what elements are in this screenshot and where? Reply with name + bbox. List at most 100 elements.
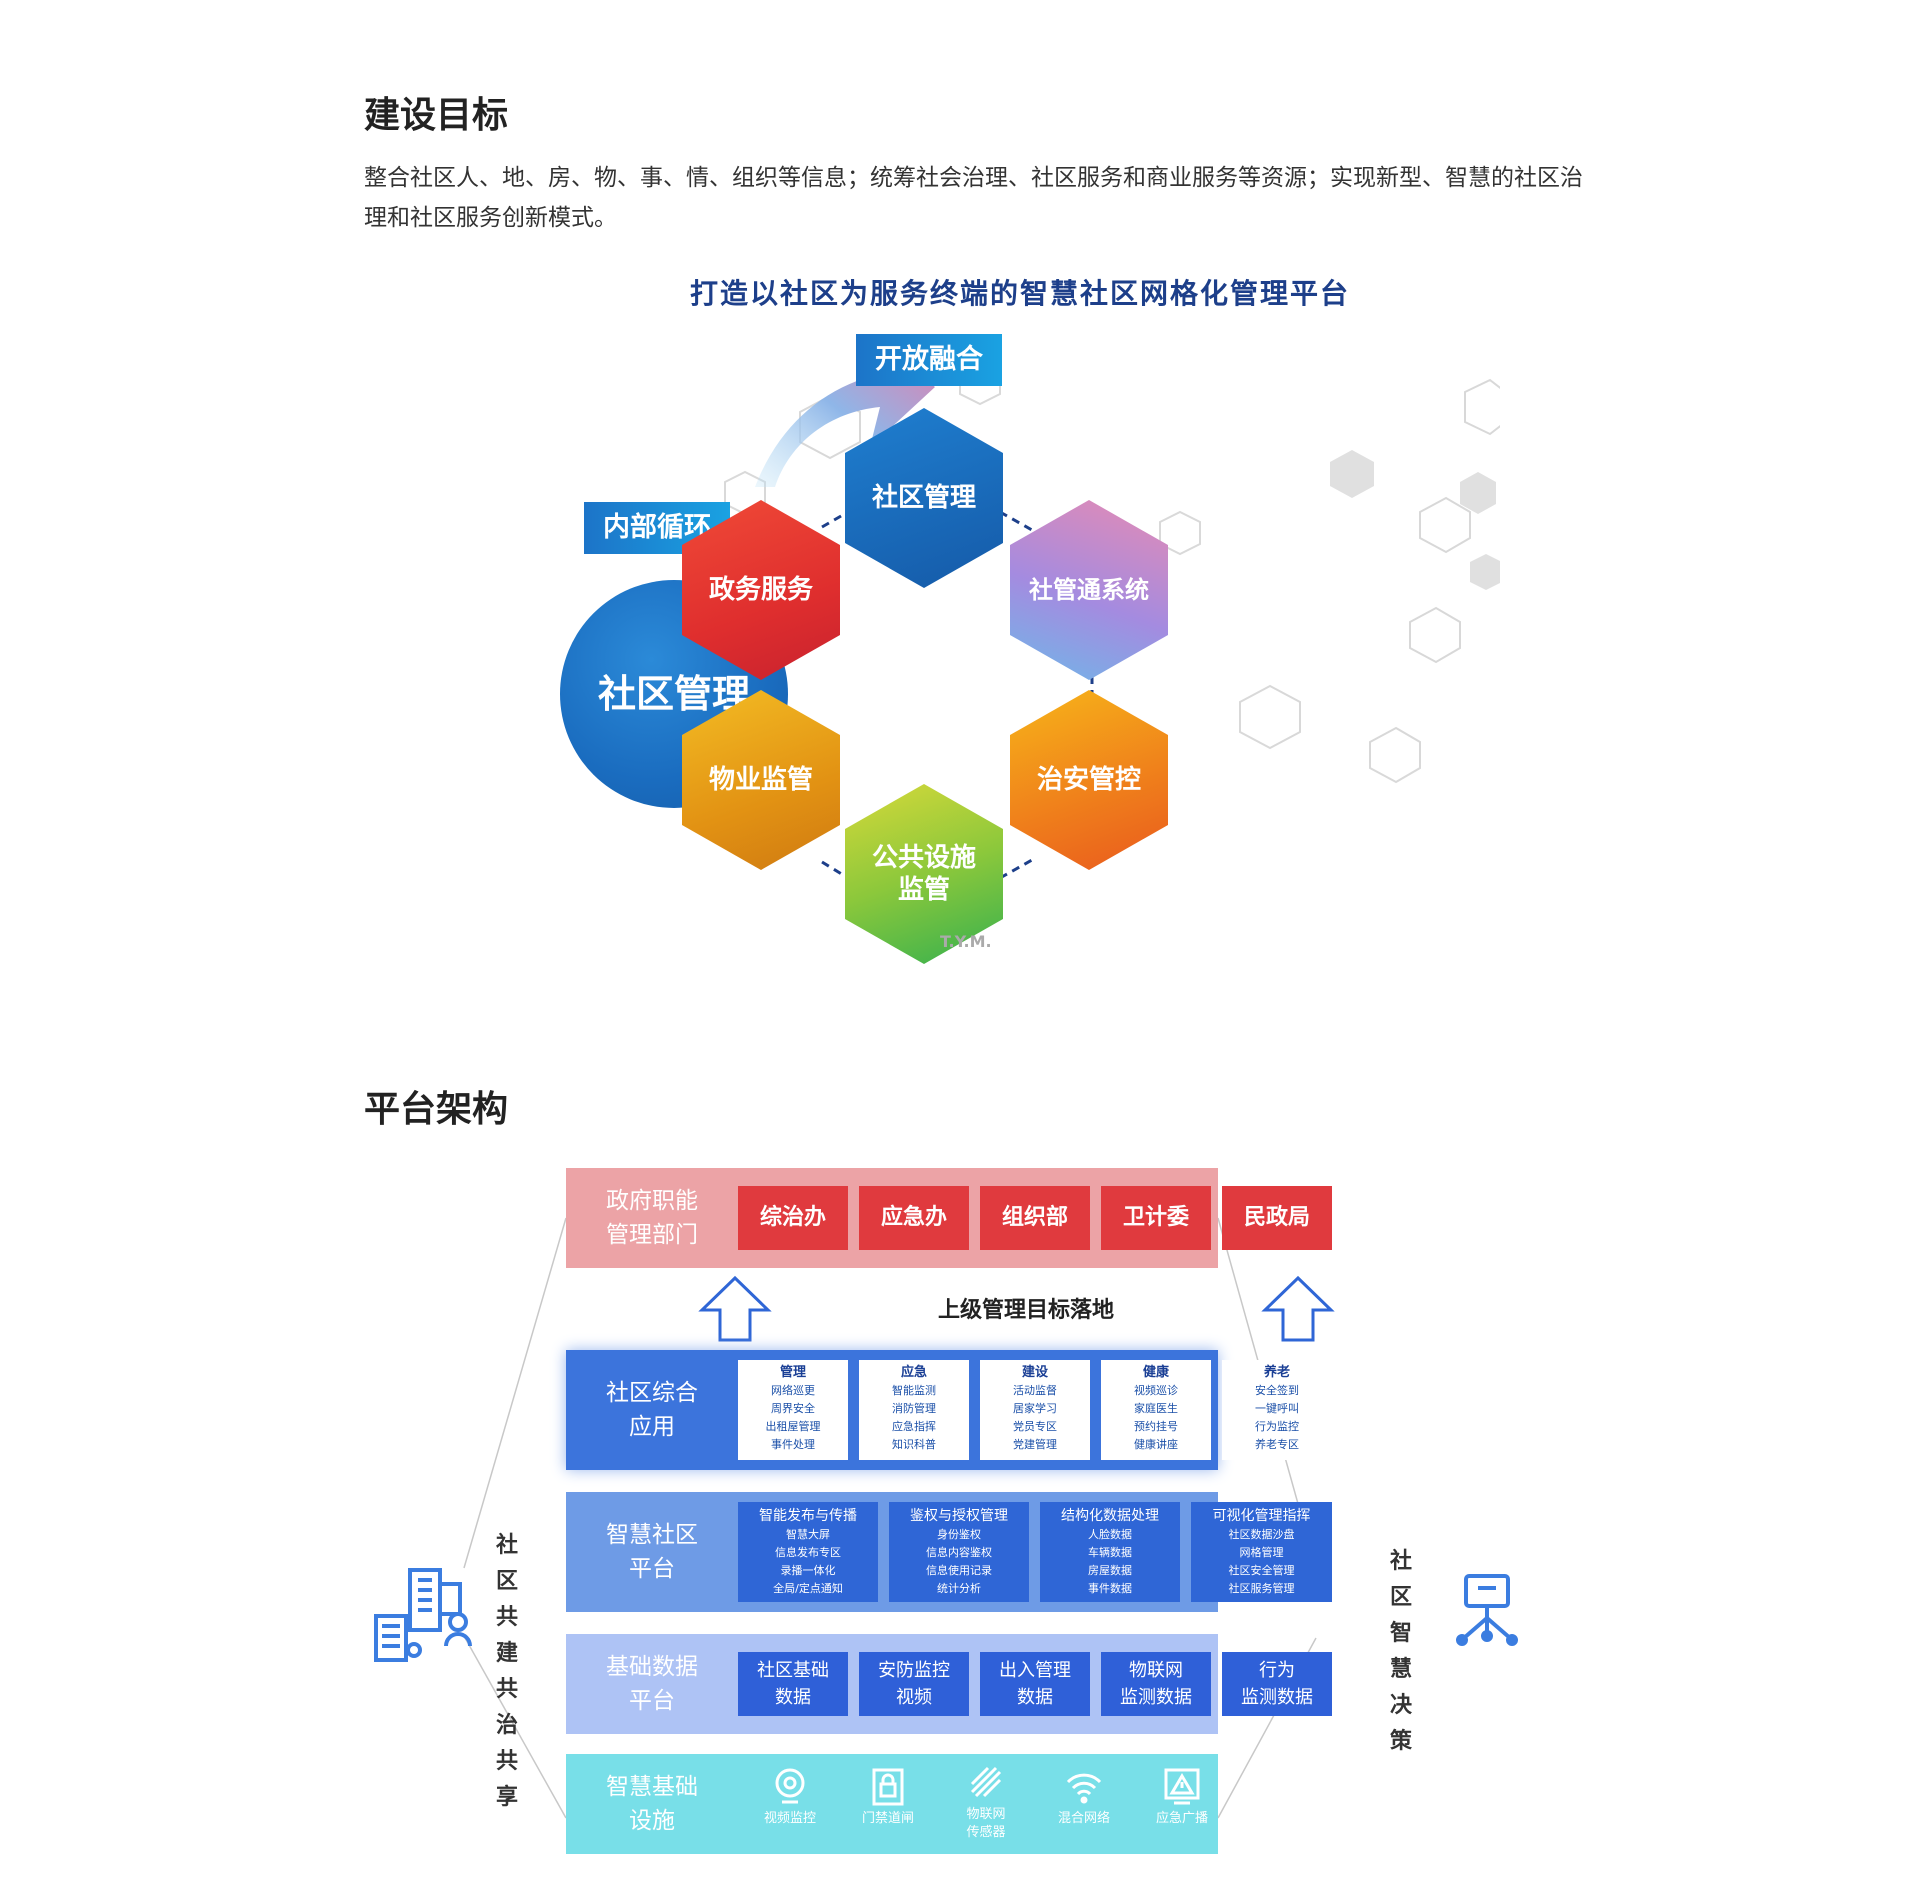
infra-label: 门禁道闸 [861,1811,914,1826]
gov-dept-box: 应急办 [859,1186,969,1250]
goals-diagram: 打造以社区为服务终端的智慧社区网格化管理平台 开放融合 内部循环 社区管理 社区… [540,272,1500,972]
hex-public-security: 治安管控 [1010,690,1168,870]
lock-gate-icon [872,1768,904,1806]
app-line: 预约挂号 [1134,1420,1178,1433]
hex-label: 物业监管 [708,765,813,795]
middle-text: 上级管理目标落地 [938,1298,1115,1323]
decision-display-icon [1456,1574,1518,1646]
building-person-icon [374,1568,472,1662]
band-label: 社区综合 应用 [606,1380,698,1440]
app-line: 健康讲座 [1134,1438,1178,1451]
band-label: 智慧社区 平台 [606,1522,698,1582]
platform-line: 统计分析 [937,1582,981,1595]
band-label: 基础数据 平台 [606,1654,698,1714]
hex-label: 社区管理 [871,483,976,513]
app-line: 养老专区 [1255,1438,1299,1451]
platform-line: 人脸数据 [1088,1528,1132,1541]
gov-dept-box: 综治办 [738,1186,848,1250]
platform-box: 可视化管理指挥社区数据沙盘网格管理社区安全管理社区服务管理 [1191,1502,1332,1602]
app-line: 智能监测 [892,1384,936,1397]
app-line: 知识科普 [892,1438,936,1451]
platform-line: 信息发布专区 [775,1546,841,1559]
platform-line: 智慧大屏 [786,1528,830,1541]
goals-paragraph: 整合社区人、地、房、物、事、情、组织等信息；统筹社会治理、社区服务和商业服务等资… [364,165,1583,231]
app-line: 出租屋管理 [765,1420,821,1433]
app-line: 一键呼叫 [1255,1402,1299,1415]
gov-dept-box: 民政局 [1222,1186,1332,1250]
platform-line: 录播一体化 [780,1564,836,1577]
infra-item-sensor: 物联网 传感器 [941,1754,1031,1842]
platform-line: 房屋数据 [1088,1564,1132,1577]
right-side-text: 社区 智慧 决策 [1390,1549,1413,1754]
gov-dept-box: 卫计委 [1101,1186,1211,1250]
hex-label: 政务服务 [708,575,813,605]
platform-box: 智能发布与传播智慧大屏信息发布专区录播一体化全局/定点通知 [738,1502,878,1602]
platform-box-title: 智能发布与传播 [759,1508,857,1524]
section-heading-architecture: 平台架构 [364,1089,509,1130]
app-line: 行为监控 [1255,1420,1299,1433]
platform-box: 鉴权与授权管理身份鉴权信息内容鉴权信息使用记录统计分析 [889,1502,1029,1602]
platform-line: 信息使用记录 [926,1564,992,1577]
data-box: 社区基础 数据 [738,1652,848,1716]
app-line: 周界安全 [771,1402,815,1415]
infra-item-network: 混合网络 [1039,1758,1129,1828]
platform-line: 事件数据 [1088,1582,1132,1595]
section-heading-goals: 建设目标 [364,95,509,136]
platform-line: 身份鉴权 [937,1528,981,1541]
app-line: 居家学习 [1013,1402,1057,1415]
hex-label: 社管通系统 [1029,576,1149,604]
infra-band: 智慧基础 设施 视频监控 门禁道闸 物联网 传感器 混合网络 应急广播 计算存储 [566,1754,1306,1854]
infra-item-camera: 视频监控 [745,1758,835,1828]
infra-label: 混合网络 [1057,1811,1110,1826]
app-band: 社区综合 应用 管理网络巡更周界安全出租屋管理事件处理 应急智能监测消防管理应急… [566,1350,1332,1470]
platform-box-title: 鉴权与授权管理 [910,1508,1008,1524]
gov-band: 政府职能 管理部门 综治办 应急办 组织部 卫计委 民政局 [566,1168,1332,1268]
app-line: 应急指挥 [892,1420,936,1433]
band-label: 政府职能 管理部门 [606,1188,698,1248]
infra-label: 物联网 传感器 [966,1807,1006,1840]
platform-line: 社区数据沙盘 [1228,1528,1295,1541]
platform-box: 结构化数据处理人脸数据车辆数据房屋数据事件数据 [1040,1502,1180,1602]
watermark: T.Y.M. [940,932,992,951]
infra-label: 应急广播 [1155,1811,1208,1826]
server-icon [1262,1778,1298,1798]
diagram-title: 打造以社区为服务终端的智慧社区网格化管理平台 [689,277,1350,310]
platform-box-title: 结构化数据处理 [1061,1508,1159,1524]
infra-item-storage: 计算存储 [1235,1758,1325,1828]
app-box-title: 建设 [1021,1365,1048,1380]
camera-icon [775,1768,805,1804]
app-box-title: 应急 [900,1365,927,1380]
platform-box-title: 可视化管理指挥 [1212,1508,1311,1524]
app-box: 建设活动监督居家学习党员专区党建管理 [980,1360,1090,1460]
app-line: 党员专区 [1013,1420,1057,1433]
infra-label: 视频监控 [763,1811,816,1826]
infra-item-broadcast: 应急广播 [1137,1758,1227,1828]
infra-item-gate: 门禁道闸 [843,1758,933,1828]
hex-label: 治安管控 [1036,765,1141,795]
app-line: 党建管理 [1013,1438,1057,1451]
app-box-title: 管理 [779,1365,806,1380]
data-box: 行为 监测数据 [1222,1652,1332,1716]
architecture-diagram: 政府职能 管理部门 综治办 应急办 组织部 卫计委 民政局 上级管理目标落地 社… [370,1168,1530,1868]
open-fusion-tag: 开放融合 [856,334,1002,386]
platform-band: 智慧社区 平台 智能发布与传播智慧大屏信息发布专区录播一体化全局/定点通知 鉴权… [566,1492,1332,1612]
app-box: 管理网络巡更周界安全出租屋管理事件处理 [738,1360,848,1460]
app-box-title: 养老 [1263,1365,1290,1380]
platform-line: 全局/定点通知 [773,1582,843,1595]
sensor-icon [970,1766,1002,1798]
app-line: 安全签到 [1255,1384,1299,1397]
hex-label: 公共设施 监管 [871,843,976,905]
app-line: 家庭医生 [1134,1402,1178,1415]
app-line: 消防管理 [892,1402,936,1415]
app-box: 应急智能监测消防管理应急指挥知识科普 [859,1360,969,1460]
data-box: 出入管理 数据 [980,1652,1090,1716]
alert-icon [1164,1768,1200,1805]
gov-dept-box: 组织部 [980,1186,1090,1250]
data-band: 基础数据 平台 社区基础 数据 安防监控 视频 出入管理 数据 物联网 监测数据… [566,1634,1332,1734]
app-line: 视频巡诊 [1134,1384,1178,1397]
data-box: 物联网 监测数据 [1101,1652,1211,1716]
app-box: 养老安全签到一键呼叫行为监控养老专区 [1222,1360,1332,1460]
platform-line: 社区安全管理 [1228,1564,1295,1577]
wifi-icon [1066,1773,1102,1804]
platform-line: 社区服务管理 [1228,1582,1295,1595]
